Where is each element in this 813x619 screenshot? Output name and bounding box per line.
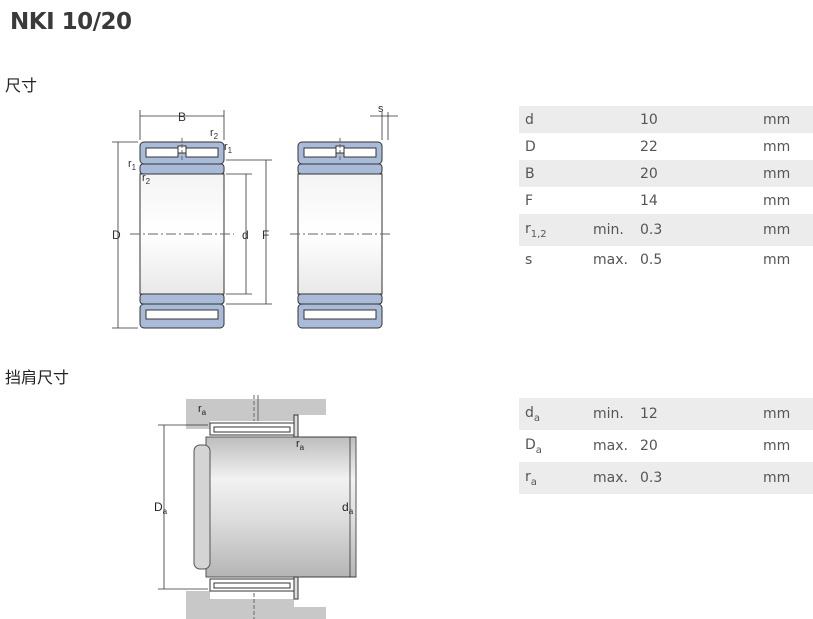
dim-unit: mm	[763, 406, 791, 422]
svg-text:da: da	[342, 500, 354, 516]
dim-symbol-text: r	[525, 468, 531, 485]
dim-label-da-sub: a	[349, 507, 354, 516]
dim-limit	[587, 133, 634, 160]
dim-value: 14	[640, 192, 658, 209]
dim-unit: mm	[763, 222, 791, 238]
dim-label-D: D	[112, 228, 121, 242]
dim-label-r1-top: r	[224, 141, 228, 153]
dim-symbol-text: d	[525, 404, 534, 421]
svg-text:r2: r2	[142, 172, 151, 186]
dim-unit: mm	[763, 138, 791, 155]
dim-symbol: Da	[519, 430, 587, 462]
table-row: s max. 0.5 mm	[519, 246, 813, 273]
table-row: D 22 mm	[519, 133, 813, 160]
dim-value: 0.3	[640, 222, 663, 238]
dim-label-F: F	[262, 228, 269, 242]
dim-symbol-text: F	[525, 192, 534, 209]
dim-limit	[587, 106, 634, 133]
dim-label-r2-top-sub: 2	[214, 132, 219, 141]
dim-symbol-text: D	[525, 436, 536, 453]
dim-label-r2-top: r	[210, 127, 214, 139]
bearing-dimension-drawing: B D d F r2 r1 r1 r2 s	[112, 103, 398, 329]
dim-label-B: B	[178, 110, 186, 124]
dim-label-Da-sub: a	[163, 507, 168, 516]
dim-symbol: s	[519, 246, 587, 273]
dim-label-d: d	[242, 228, 249, 242]
dim-label-ra-top: r	[198, 403, 202, 415]
dim-value: 22	[640, 138, 658, 155]
dim-symbol: da	[519, 398, 587, 430]
dim-value: 12	[640, 406, 658, 422]
section-title-abutment: 挡肩尺寸	[5, 368, 70, 387]
dim-label-r1-left-sub: 1	[132, 163, 137, 172]
dim-limit: max.	[593, 470, 628, 486]
dim-label-r2-left-sub: 2	[146, 177, 151, 186]
dim-label-r1-left: r	[128, 158, 132, 170]
dim-label-r1-top-sub: 1	[228, 146, 233, 155]
dim-label-da: d	[342, 500, 349, 514]
svg-text:r1: r1	[224, 141, 233, 155]
dim-unit: mm	[763, 470, 791, 486]
svg-text:r1: r1	[128, 158, 137, 172]
dim-symbol: ra	[519, 462, 587, 494]
dim-symbol: F	[519, 187, 587, 214]
dim-limit: max.	[593, 438, 628, 454]
dim-limit	[587, 187, 634, 214]
dim-value: 0.3	[640, 470, 663, 486]
dim-label-s: s	[378, 103, 384, 115]
dim-label-r2-left: r	[142, 172, 146, 184]
dim-symbol-text: D	[525, 138, 536, 155]
abutment-dimension-drawing: ra ra Da da	[154, 395, 357, 619]
dim-unit: mm	[763, 165, 791, 182]
svg-text:Da: Da	[154, 500, 168, 516]
svg-text:ra: ra	[296, 438, 305, 452]
dim-symbol: r1,2	[519, 214, 587, 246]
table-row: d 10 mm	[519, 106, 813, 133]
dim-label-Da: D	[154, 500, 163, 514]
dim-label-ra-top-sub: a	[202, 408, 207, 417]
svg-text:r2: r2	[210, 127, 219, 141]
dim-value: 0.5	[640, 251, 663, 268]
dim-label-ra-right-sub: a	[300, 443, 305, 452]
table-row: da min. 12 mm	[519, 398, 813, 430]
dim-unit: mm	[763, 251, 791, 268]
dim-symbol: D	[519, 133, 587, 160]
dim-symbol-text: r	[525, 220, 531, 237]
table-row: B 20 mm	[519, 160, 813, 187]
dim-limit: min.	[593, 222, 624, 238]
table-row: F 14 mm	[519, 187, 813, 214]
dim-symbol-sub: 1,2	[530, 228, 547, 240]
section-title-dimensions: 尺寸	[5, 76, 38, 95]
dim-limit: max.	[593, 251, 628, 268]
dim-value: 20	[640, 438, 658, 454]
dim-unit: mm	[763, 111, 791, 128]
page-title: NKI 10/20	[10, 9, 132, 35]
dim-symbol: B	[519, 160, 587, 187]
dim-value: 20	[640, 165, 658, 182]
dim-symbol-sub: a	[530, 476, 537, 488]
dim-limit	[587, 160, 634, 187]
table-row: Da max. 20 mm	[519, 430, 813, 462]
dim-label-ra-right: r	[296, 438, 300, 450]
dim-value: 10	[640, 111, 658, 128]
dim-symbol-text: B	[525, 165, 535, 182]
dim-symbol-text: s	[525, 251, 533, 268]
svg-text:ra: ra	[198, 403, 207, 417]
table-row: ra max. 0.3 mm	[519, 462, 813, 494]
dim-unit: mm	[763, 438, 791, 454]
dim-symbol: d	[519, 106, 587, 133]
dim-unit: mm	[763, 192, 791, 209]
table-row: r1,2 min. 0.3 mm	[519, 214, 813, 246]
dim-symbol-sub: a	[533, 412, 541, 424]
dim-symbol-sub: a	[535, 444, 542, 456]
dim-limit: min.	[593, 406, 624, 422]
dim-symbol-text: d	[525, 111, 534, 128]
